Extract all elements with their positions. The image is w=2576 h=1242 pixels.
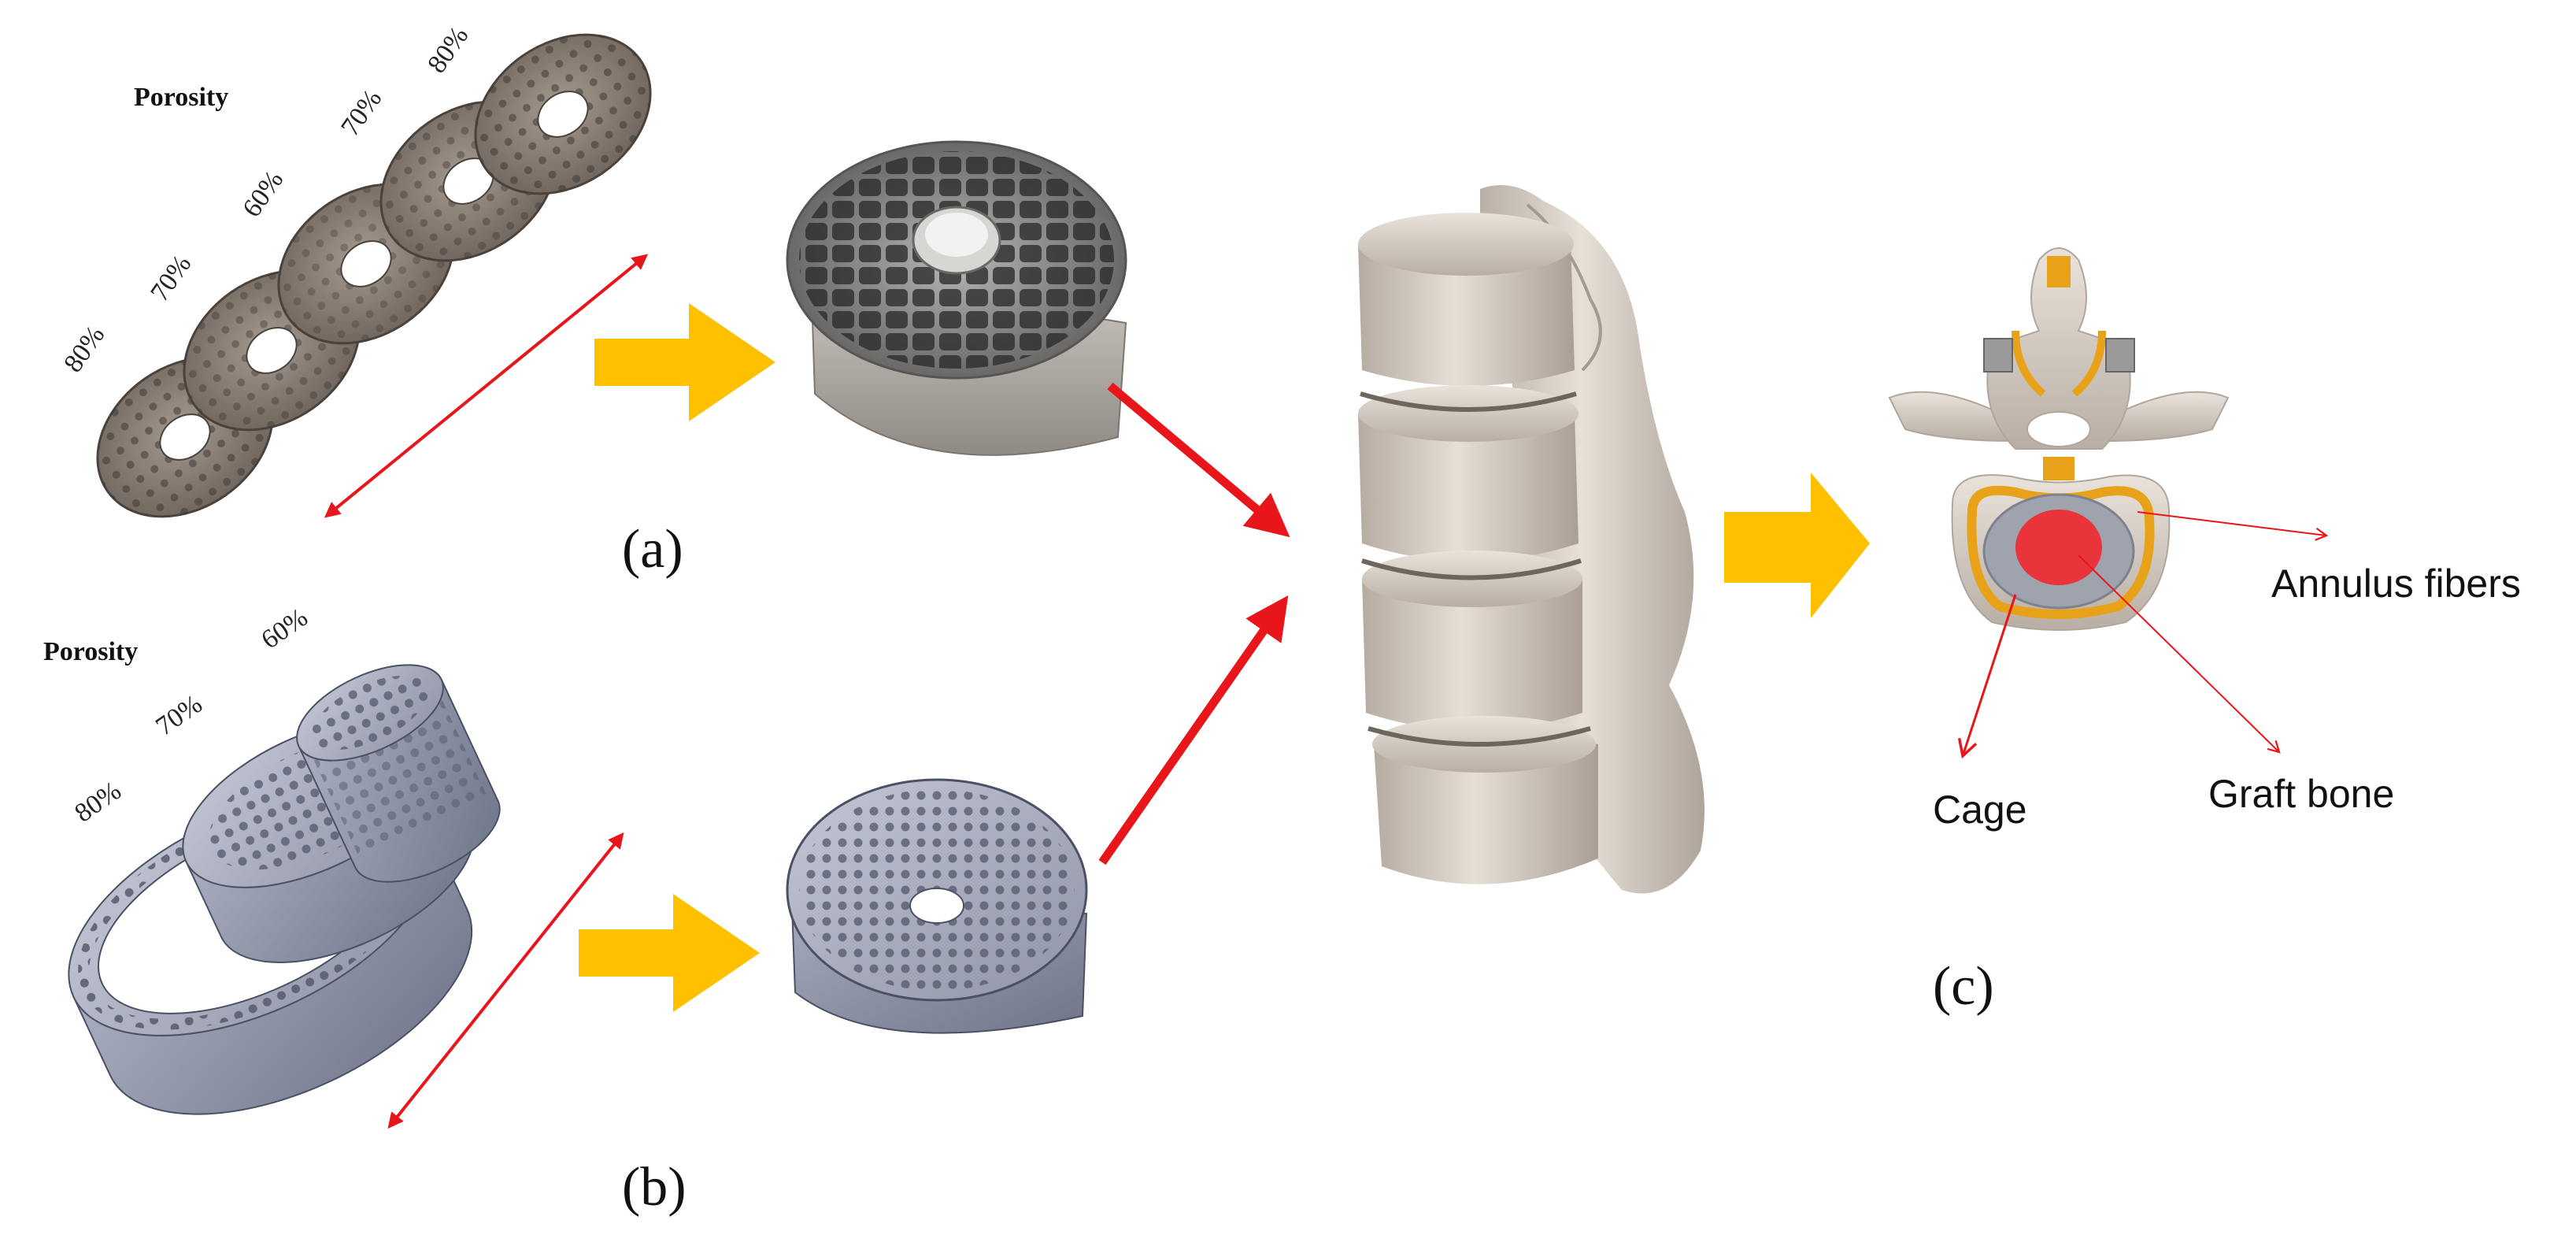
assembled-cage-a	[786, 140, 1127, 456]
cad-ring-stack	[68, 664, 501, 1115]
panel-a-porosity-3: 60%	[237, 165, 289, 222]
annotation-annulus-fibers: Annulus fibers	[2271, 562, 2521, 606]
flow-arrow-icon	[1724, 473, 1870, 618]
pointer-arrow-icon	[2078, 554, 2281, 754]
annotation-graft-bone: Graft bone	[2208, 772, 2394, 816]
vertebra-l3	[1362, 563, 1582, 731]
pointer-arrow-icon	[1098, 595, 1289, 866]
flow-arrow-icon	[579, 894, 760, 1012]
pointer-arrow-icon	[1107, 382, 1290, 538]
double-headed-arrow-icon	[324, 254, 649, 518]
vertebra-l2	[1358, 398, 1579, 562]
panel-c-label: (c)	[1933, 956, 1994, 1017]
panel-a-label: (a)	[622, 519, 683, 580]
cad-ring-inner	[296, 664, 501, 883]
panel-c: Annulus fibers Cage Graft bone (c)	[1888, 247, 2521, 1017]
pointer-arrow-icon	[2137, 511, 2329, 541]
assembled-cage-b	[786, 778, 1088, 1034]
annotation-cage: Cage	[1933, 788, 2027, 832]
porous-disk-5	[474, 33, 652, 195]
panel-a: Porosity	[58, 21, 1127, 580]
flow-arrow-icon	[594, 303, 775, 421]
panel-b-porosity-3: 60%	[256, 602, 313, 654]
panel-b-porosity-1: 80%	[69, 776, 126, 828]
panel-b: Porosity 80% 70% 60%	[43, 602, 1088, 1218]
panel-b-label: (b)	[622, 1157, 687, 1218]
panel-a-porosity-1: 80%	[58, 321, 110, 377]
vertebra-axial-section	[1888, 247, 2230, 631]
porous-disk-stack	[96, 33, 652, 518]
pointer-arrow-icon	[1957, 594, 2017, 759]
panel-b-porosity-title: Porosity	[43, 637, 138, 666]
panel-a-porosity-4: 70%	[335, 84, 387, 141]
lumbar-spine-model	[1358, 185, 1704, 894]
panel-a-porosity-title: Porosity	[134, 83, 228, 112]
annulus-fibers	[1967, 485, 2155, 619]
panel-a-porosity-2: 70%	[145, 250, 197, 306]
double-headed-arrow-icon	[387, 832, 624, 1129]
panel-b-porosity-2: 70%	[150, 689, 207, 741]
graft-bone	[2015, 510, 2102, 585]
panel-a-porosity-5: 80%	[422, 21, 474, 78]
